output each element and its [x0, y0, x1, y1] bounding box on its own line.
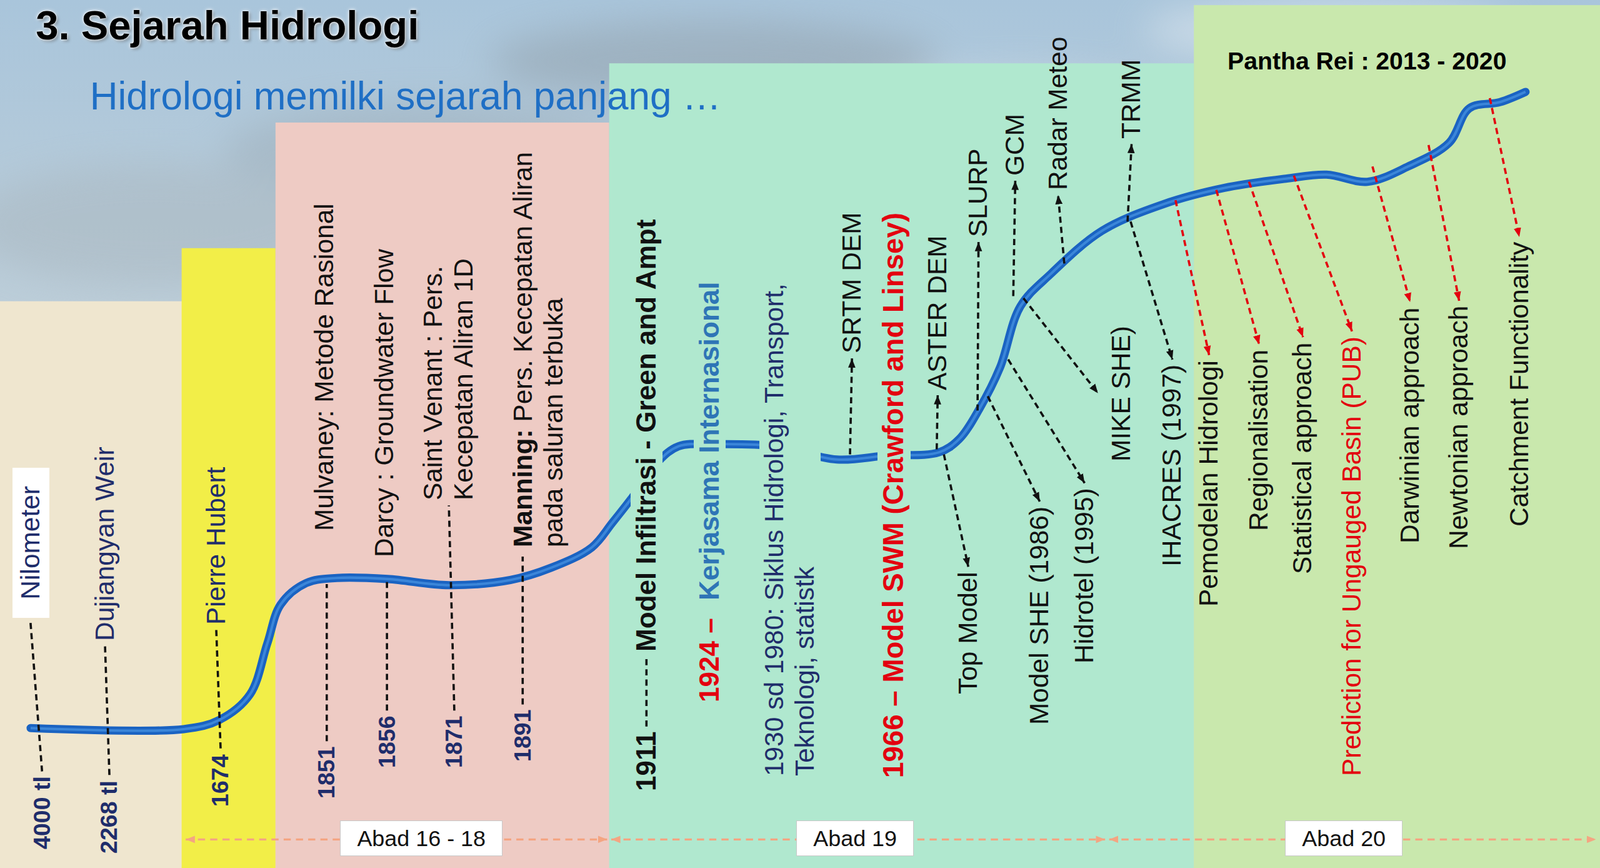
dashed-leader: [30, 622, 42, 771]
event-label: Model Infiltrasi - Green and Ampt: [630, 216, 663, 653]
event-label: Saint Venant : Pers. Kecepatan Aliran 1D: [418, 193, 480, 500]
dashed-arrow: [1175, 200, 1210, 355]
dashed-arrow: [1127, 143, 1132, 222]
period-label: Pantha Rei : 2013 - 2020: [1227, 46, 1507, 75]
dashed-arrow: [1058, 195, 1065, 264]
dashed-arrow: [1216, 190, 1259, 345]
era-band: [1193, 5, 1600, 868]
event-label: Kerjasama Internasional: [693, 280, 726, 603]
model-label: Hidrotel (1995): [1069, 488, 1100, 664]
event-label: 1930 sd 1980: Siklus Hidrologi, Transpor…: [759, 181, 821, 778]
topic-label: Catchment Functionality: [1504, 241, 1535, 527]
model-label: Top Model: [953, 571, 984, 694]
box-text: Nilometer: [15, 485, 45, 600]
dashed-arrow: [1130, 221, 1173, 360]
year-label: 1851: [313, 745, 340, 799]
dashed-arrow: [936, 395, 939, 450]
dashed-leader: [105, 646, 110, 775]
year-label: 1891: [509, 708, 537, 762]
model-label: MIKE SHE): [1106, 325, 1137, 462]
box-text: Abad 20: [1301, 825, 1386, 851]
model-label: ASTER DEM: [922, 235, 954, 390]
dashed-arrow: [1008, 359, 1085, 484]
model-label: IHACRES (1997): [1156, 364, 1188, 567]
dashed-arrow: [987, 396, 1040, 502]
topic-label: Prediction for Ungauged Basin (PUB): [1336, 336, 1368, 776]
model-label: GCM: [1000, 113, 1031, 176]
dashed-arrow: [1372, 166, 1410, 302]
dashed-arrow: [977, 241, 979, 410]
bold-part: Manning:: [508, 429, 538, 548]
year-label: 2268 tl: [95, 780, 123, 854]
topic-label: Newtonian approach: [1443, 305, 1475, 549]
event-label: Pierre Hubert: [201, 466, 232, 625]
period-box: Abad 19: [796, 820, 914, 855]
event-label: Manning: Pers. Kecepatan Aliran pada sal…: [508, 87, 570, 547]
year-label: 4000 tl: [28, 775, 56, 849]
dashed-arrow: [943, 454, 969, 567]
dashed-arrow: [1023, 298, 1099, 394]
event-label: 1966 – Model SWM (Crawford and Linsey): [877, 210, 911, 780]
topic-label: Regionalisation: [1243, 349, 1275, 531]
period-box: Abad 20: [1285, 820, 1403, 855]
topic-label: Statistical approach: [1287, 341, 1319, 574]
era-band: [181, 248, 276, 868]
label-box: Nilometer: [12, 466, 50, 617]
year-label: 1856: [373, 715, 401, 768]
dashed-arrow: [1428, 145, 1460, 301]
year-label: 1871: [440, 715, 468, 768]
box-text: Abad 16 - 18: [356, 825, 486, 851]
model-label: TRMM: [1116, 59, 1147, 139]
dashed-arrow: [1013, 180, 1015, 297]
period-box: Abad 16 - 18: [340, 820, 503, 855]
dashed-arrow: [850, 358, 852, 455]
dashed-leader: [448, 505, 455, 710]
model-label: Radar Meteo: [1043, 36, 1074, 190]
model-label: Model SHE (1986): [1024, 506, 1055, 725]
model-label: SRTM DEM: [836, 211, 868, 354]
subtitle: Hidrologi memilki sejarah panjang …: [90, 73, 722, 119]
dashed-leader: [385, 581, 389, 710]
year-label: 1911: [630, 731, 663, 792]
topic-label: Pemodelan Hidrologi: [1193, 360, 1225, 607]
event-label: Darcy : Groundwater Flow: [369, 249, 400, 558]
event-label: Dujiangyan Weir: [90, 446, 121, 642]
dashed-leader: [521, 556, 524, 705]
model-label: SLURP: [963, 148, 994, 237]
topic-label: Darwinian approach: [1395, 306, 1426, 543]
slide-title: 3. Sejarah Hidrologi: [35, 1, 419, 49]
era-band: [609, 63, 1195, 868]
dashed-arrow: [1248, 181, 1303, 337]
dashed-leader: [216, 630, 221, 750]
dashed-leader: [325, 583, 329, 741]
era-band: [275, 122, 610, 868]
dashed-arrow: [1490, 98, 1520, 237]
year-label: 1924 –: [693, 617, 726, 702]
dashed-arrow: [1293, 175, 1352, 332]
dashed-leader: [645, 658, 649, 726]
year-label: 1674: [206, 753, 234, 807]
event-label: Mulvaney: Metode Rasional: [309, 203, 340, 531]
box-text: Abad 19: [813, 825, 897, 851]
